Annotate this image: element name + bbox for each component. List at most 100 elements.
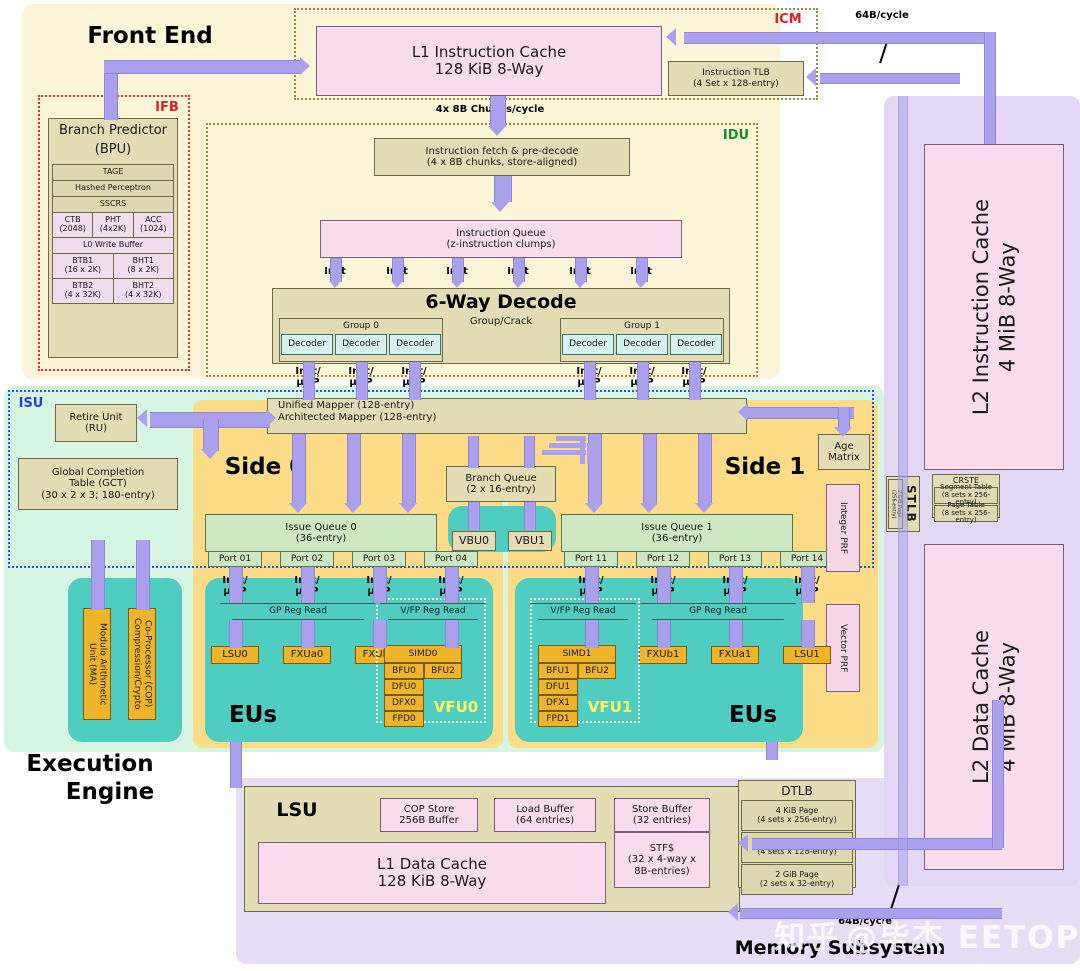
port-side1-1[interactable]: Port 12	[636, 551, 690, 567]
mapper-iq-head	[695, 503, 713, 513]
bpu-cell-line1: PHT	[105, 215, 121, 225]
crste-row: Segment Table(8 sets x 256-entry)	[934, 484, 998, 506]
load-buffer: Load Buffer (64 entries)	[494, 798, 596, 832]
arrow-lsu-dtlb-head	[738, 834, 748, 852]
bq-bus-vert-left	[587, 443, 592, 464]
bpu-cell-line1: ACC	[145, 215, 162, 225]
l1-dcache-line2: 128 KiB 8-Way	[377, 872, 487, 890]
port-side0-1[interactable]: Port 02	[280, 551, 334, 567]
lsu-title: LSU	[276, 799, 318, 822]
integer-prf-label: Integer PRF	[838, 501, 849, 555]
cop-store-line1: COP Store	[403, 803, 455, 815]
bpu-cell: Hashed Perceptron	[53, 181, 173, 196]
bpu-cell-line1: BHT1	[132, 256, 154, 266]
simd1: SIMD1	[538, 645, 616, 663]
stfs-line1: STF$	[649, 842, 675, 854]
store-buffer-line1: Store Buffer	[632, 803, 692, 815]
regread-eu-pipe	[445, 620, 459, 648]
load-buffer-line2: (64 entries)	[515, 815, 575, 826]
instruction-tlb: Instruction TLB (4 Set x 128-entry)	[668, 61, 804, 96]
cop-store-buffer: COP Store 256B Buffer	[380, 798, 478, 832]
crste-row-line2: (8 sets x 256-entry)	[941, 508, 991, 525]
gct-line2: Table (GCT)	[69, 478, 127, 490]
iq-decode-pipe	[330, 258, 342, 282]
arrow-icache-to-fetch	[490, 96, 506, 126]
unified-mapper: Unified Mapper (128-entry) Architected M…	[267, 398, 747, 434]
memory-subsystem-title: Memory Subsystem	[734, 937, 946, 960]
watermark-right: @毕杰 EETOP	[846, 920, 1080, 956]
decoder-box: Decoder	[670, 334, 722, 355]
dtlb-row-line2: (4 sets x 256-entry)	[757, 814, 837, 824]
bq-line1: Branch Queue	[465, 472, 537, 484]
eu-unit-fxua1: FXUa1	[711, 646, 759, 664]
age-matrix: Age Matrix	[818, 434, 870, 470]
itlb-line2: (4 Set x 128-entry)	[693, 78, 779, 89]
bpu-row: SSCRS	[52, 196, 174, 212]
bfu2-side0: BFU2	[424, 663, 462, 679]
bpu-cell: L0 Write Buffer	[53, 238, 173, 253]
mapper-iq-head	[399, 503, 417, 513]
fpd0: FPD0	[384, 711, 424, 727]
arrow-lsu0-to-lsu	[230, 742, 242, 788]
arrow-bpu-to-icache-vert	[104, 60, 118, 120]
stf-cache: STF$ (32 x 4-way x 8B-entries)	[614, 832, 710, 888]
eu-unit-fxua0: FXUa0	[283, 646, 331, 664]
bpu-row: CTB(2048)PHT(4x2K)ACC(1024)	[52, 212, 174, 237]
arrow-lsu1-to-lsu	[766, 742, 778, 760]
mapper-iq-head	[585, 503, 603, 513]
dtlb-row-line1: 4 KiB Page	[775, 805, 819, 815]
arrow-mapper-head	[266, 409, 276, 427]
bpu-cell-line1: CTB	[64, 215, 81, 225]
vector-prf-label: Vector PRF	[838, 623, 849, 673]
decoder-box: Decoder	[335, 334, 387, 355]
iq-decode-head	[574, 281, 586, 288]
bpu-row: BTB2(4 x 32K)BHT2(4 x 32K)	[52, 278, 174, 304]
isu-boundary	[8, 390, 874, 568]
bpu-cell-line1: SSCRS	[99, 199, 127, 209]
dtlb-rows: 4 KiB Page(4 sets x 256-entry)1 MiB Page…	[741, 800, 853, 895]
mapper-iq-head	[640, 503, 658, 513]
vfu0-boundary	[376, 598, 486, 723]
iq-decode-pipe	[636, 258, 648, 282]
iq-decode-head	[635, 281, 647, 288]
load-buffer-line1: Load Buffer	[516, 803, 574, 815]
bq-bus-horz	[542, 450, 586, 455]
arrow-bpu-to-icache-head	[300, 57, 310, 75]
arrow-fetch-to-iq	[494, 176, 512, 202]
bottom-bandwidth-label: 64B/cycle	[838, 916, 892, 928]
gct-line1: Global Completion	[51, 466, 145, 478]
icm-label: ICM	[774, 11, 802, 27]
port-side0-0[interactable]: Port 01	[208, 551, 262, 567]
mapper-line2: Architected Mapper (128-entry)	[278, 411, 437, 423]
iq-decode-pipe	[513, 258, 525, 282]
bpu-cell-line2: (4x2K)	[99, 224, 127, 233]
front-end-title: Front End	[87, 22, 213, 49]
fetch-line2: (4 x 8B chunks, store-aligned)	[426, 157, 578, 168]
mapper-iq-head	[289, 503, 307, 513]
crste-row: Page Table(8 sets x 256-entry)	[934, 502, 998, 525]
port-side1-0[interactable]: Port 11	[564, 551, 618, 567]
l1-data-cache: L1 Data Cache 128 KiB 8-Way	[258, 842, 606, 904]
arrow-bq-to-vbu0	[468, 502, 480, 530]
isu-label: ISU	[18, 395, 44, 411]
bpu-cell-line2: (16 x 2K)	[64, 265, 102, 274]
iq-decode-head	[329, 281, 341, 288]
bpu-cell: SSCRS	[53, 197, 173, 212]
mapper-iq-pipe	[698, 434, 712, 504]
bpu-cell-line2: (8 x 2K)	[127, 265, 160, 274]
port-side0-3[interactable]: Port 04	[424, 551, 478, 567]
eu-unit-lsu1: LSU1	[783, 646, 831, 664]
port-side1-2[interactable]: Port 13	[708, 551, 762, 567]
retire-unit: Retire Unit (RU)	[55, 404, 137, 442]
mapper-iq-pipe	[402, 434, 416, 504]
iq0-line2: (36-entry)	[295, 533, 347, 544]
execution-engine-title-2: Engine	[65, 778, 155, 805]
arrow-mapper-to-age-head	[834, 427, 852, 437]
bpu-row: TAGE	[52, 164, 174, 180]
fpd1: FPD1	[538, 711, 578, 727]
issue-queue-1: Issue Queue 1 (36-entry)	[561, 514, 793, 552]
dtlb-block: DTLB 4 KiB Page(4 sets x 256-entry)1 MiB…	[738, 780, 856, 895]
global-completion-table: Global Completion Table (GCT) (30 x 2 x …	[18, 458, 178, 510]
port-side0-2[interactable]: Port 03	[352, 551, 406, 567]
